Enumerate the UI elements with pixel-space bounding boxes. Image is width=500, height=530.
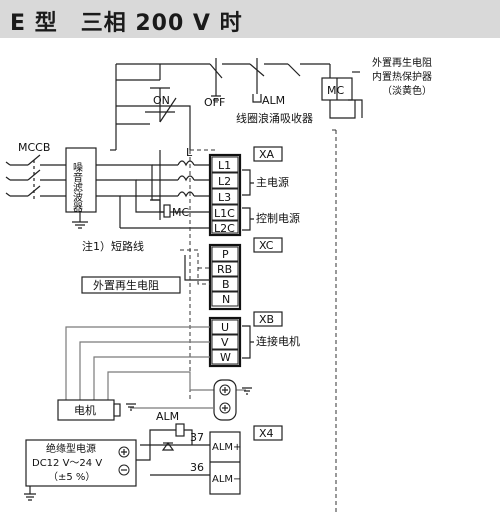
mc-coil-label: MC bbox=[172, 206, 189, 219]
alm-diode-label: ALM bbox=[156, 410, 179, 423]
control-circuit bbox=[110, 58, 363, 151]
on-switch-label: ON bbox=[153, 94, 170, 107]
terminal-rb: RB bbox=[217, 263, 232, 276]
pin-36-label: 36 bbox=[190, 461, 204, 474]
terminal-u: U bbox=[221, 321, 229, 334]
x4-connector bbox=[209, 431, 241, 495]
control-power-label: 控制电源 bbox=[256, 211, 300, 225]
motor-connect-label: 连接电机 bbox=[256, 334, 300, 348]
mccb-label: MCCB bbox=[18, 141, 50, 154]
main-power-label: 主电源 bbox=[256, 175, 289, 189]
motor-label: 电机 bbox=[74, 403, 96, 417]
connector-x4: X4 bbox=[259, 427, 274, 440]
ext-regen-thermal-label-2: 内置热保护器 bbox=[372, 70, 432, 83]
noise-filter-label: 噪音滤波器 bbox=[71, 162, 83, 213]
terminal-w: W bbox=[220, 351, 231, 364]
ext-regen-thermal-label: 外置再生电阻 bbox=[372, 56, 432, 69]
terminal-l2: L2 bbox=[218, 175, 231, 188]
psu-label-3: （±5 %） bbox=[48, 471, 95, 483]
header-bar: E 型 三相 200 V 时 bbox=[0, 0, 500, 38]
terminal-v: V bbox=[221, 336, 229, 349]
terminal-l3: L3 bbox=[218, 191, 231, 204]
pin-37-label: 37 bbox=[190, 431, 204, 444]
ext-regen-thermal-label-3: （淡黄色） bbox=[382, 84, 432, 97]
xb-terminal-block bbox=[208, 316, 242, 368]
connector-xb: XB bbox=[259, 313, 274, 326]
connector-xa: XA bbox=[259, 148, 275, 161]
short-wire-note: 注1）短路线 bbox=[82, 239, 144, 253]
psu-label-1: 绝缘型电源 bbox=[46, 442, 96, 455]
connector-xc: XC bbox=[259, 239, 274, 252]
driver-outline bbox=[330, 129, 337, 512]
terminal-n: N bbox=[222, 293, 230, 306]
terminal-l2c: L2C bbox=[214, 222, 235, 235]
terminal-alm-plus: ALM+ bbox=[212, 442, 241, 453]
external-regen-label: 外置再生电阻 bbox=[93, 278, 159, 292]
xa-terminal-block bbox=[208, 153, 242, 237]
isolated-power-supply bbox=[25, 439, 137, 487]
terminal-b: B bbox=[222, 278, 230, 291]
page-title: E 型 三相 200 V 时 bbox=[10, 11, 243, 36]
external-regen-resistor bbox=[81, 276, 181, 294]
terminal-p: P bbox=[222, 248, 229, 261]
terminal-l1c: L1C bbox=[214, 207, 235, 220]
terminal-l1: L1 bbox=[218, 159, 231, 172]
xc-terminal-block bbox=[208, 243, 242, 311]
mc-top-label: MC bbox=[327, 84, 344, 97]
alm-relay-label: ALM bbox=[262, 94, 285, 107]
off-switch-label: OFF bbox=[204, 96, 225, 109]
surge-absorber-label: 线圈浪涌吸收器 bbox=[236, 111, 313, 125]
power-input bbox=[5, 154, 66, 200]
terminal-alm-minus: ALM− bbox=[212, 474, 241, 485]
psu-label-2: DC12 V～24 V bbox=[32, 458, 102, 469]
ground-terminals bbox=[130, 379, 252, 421]
